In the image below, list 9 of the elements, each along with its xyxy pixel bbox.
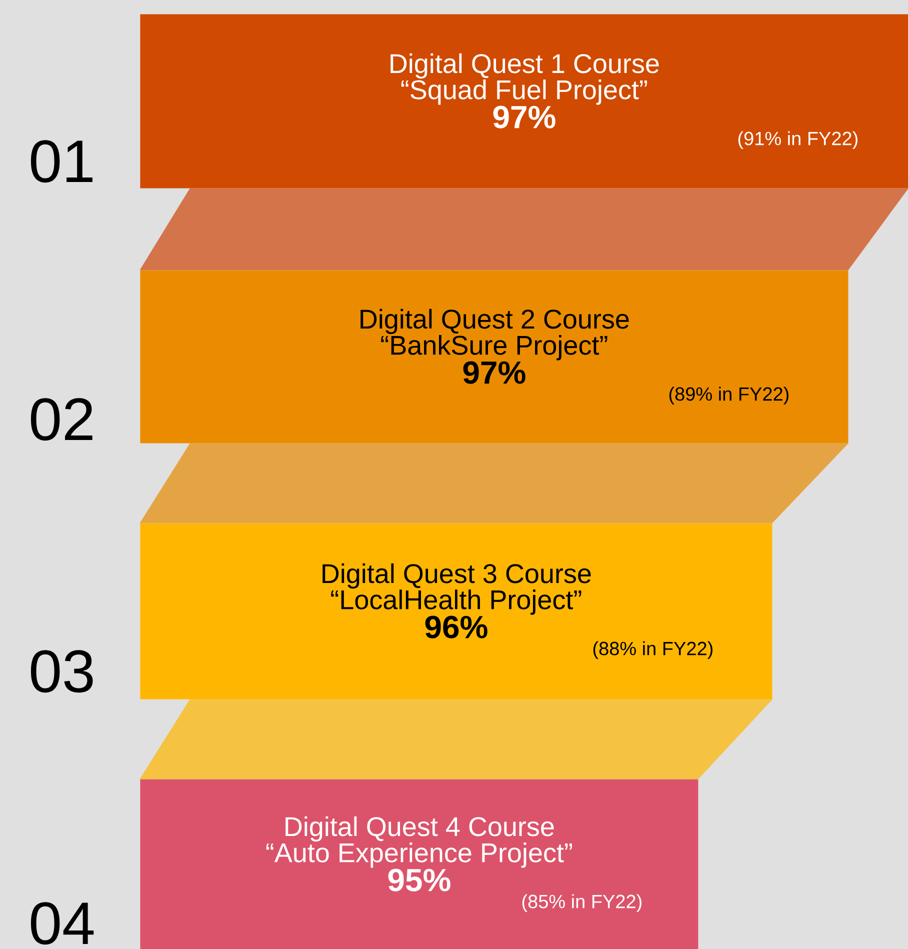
connector-band <box>140 443 849 524</box>
step-number: 03 <box>30 650 93 693</box>
course-box: Digital Quest 4 Course “Auto Experience Project” 95% (85% in FY22) <box>140 779 698 949</box>
course-box: Digital Quest 3 Course “LocalHealth Project” 96% (88% in FY22) <box>140 523 772 700</box>
step-number: 01 <box>30 140 92 183</box>
connector-band <box>140 188 908 270</box>
course-box: Digital Quest 1 Course “Squad Fuel Project” 97% (91% in FY22) <box>140 14 908 188</box>
course-box: Digital Quest 2 Course “BankSure Project” 97% (89% in FY22) <box>140 270 848 444</box>
step-number: 02 <box>30 398 92 441</box>
